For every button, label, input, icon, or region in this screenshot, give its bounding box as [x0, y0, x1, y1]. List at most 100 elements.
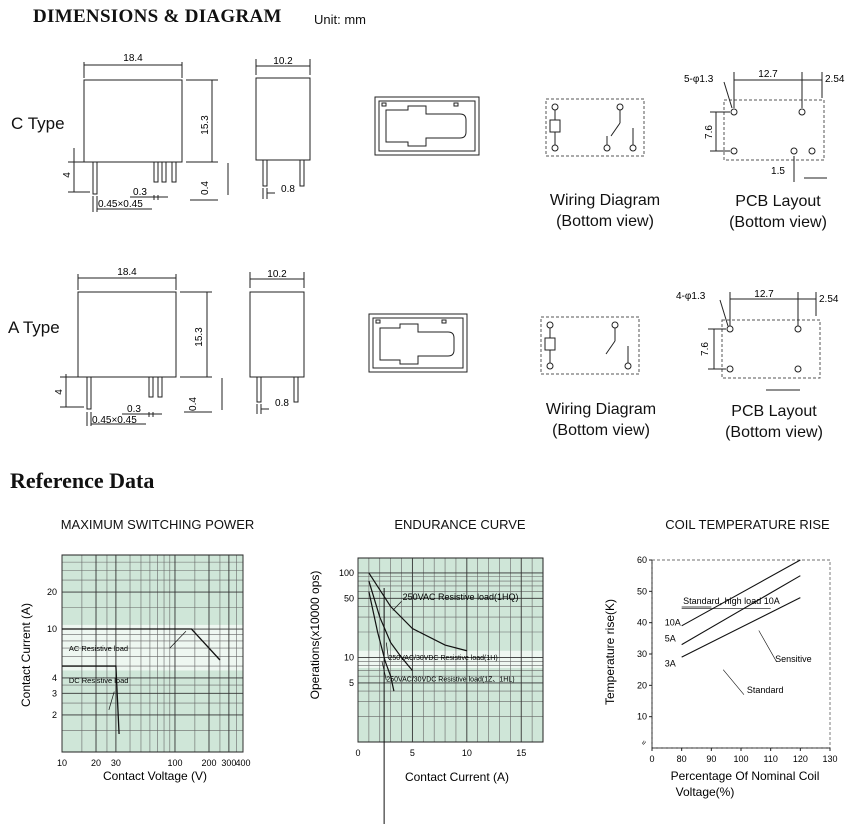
chart2-series-label-0: 250VAC Resistive load(1HQ) [403, 592, 519, 602]
chart3-y-tick: 30 [637, 649, 647, 659]
chart2-x-tick: 0 [355, 748, 360, 758]
chart1-y-label: Contact Current (A) [19, 603, 33, 707]
chart2-y-tick: 5 [349, 678, 354, 688]
chart1-series-label-dc: DC Resistive load [69, 676, 129, 685]
c-front-pin-section: 0.45×0.45 [98, 199, 143, 210]
c-type-front-view: 18.4 15.3 4 0.3 0.45×0.45 [62, 53, 218, 212]
chart1-leader-ac [169, 630, 187, 649]
chart3-leader-sensitive [758, 630, 777, 662]
chart1-title: MAXIMUM SWITCHING POWER [60, 517, 255, 532]
a-front-height: 15.3 [194, 327, 205, 347]
chart2-leader-0 [392, 601, 402, 611]
chart3-y-tick: 50 [637, 586, 647, 596]
c-front-width: 18.4 [123, 53, 143, 64]
c-type-top-view [374, 96, 480, 156]
a-pcb-caption: PCB Layout (Bottom view) [712, 401, 836, 443]
a-side-pin-thickness: 0.4 [188, 397, 199, 411]
chart2-y-label: Operations(x10000 ops) [308, 571, 322, 700]
c-wiring-caption: Wiring Diagram (Bottom view) [540, 190, 670, 232]
c-pcb-offset: 1.5 [771, 166, 785, 177]
chart3-y-tick: 60 [637, 555, 647, 565]
chart1-x-tick: 200 [201, 758, 216, 768]
chart2-x-tick: 10 [462, 748, 472, 758]
chart3-series-2 [681, 597, 801, 658]
c-front-pin-length: 4 [62, 172, 73, 178]
chart3-series-0 [681, 559, 801, 627]
chart1-series-1 [62, 665, 120, 735]
chart1-band [62, 624, 243, 671]
c-pcb-caption-title: PCB Layout [735, 193, 821, 210]
a-wiring-caption-title: Wiring Diagram [545, 401, 657, 418]
chart1-y-tick: 10 [47, 624, 57, 634]
chart1-x-tick: 300 [221, 758, 236, 768]
chart2-band [358, 650, 543, 669]
chart3-y-label: Temperature rise(K) [603, 599, 617, 705]
chart2-y-tick: 50 [344, 593, 354, 603]
chart1-y-tick: 3 [52, 688, 57, 698]
c-front-pin-width: 0.3 [133, 187, 147, 198]
reference-data-title: Reference Data [10, 468, 155, 493]
c-wiring-caption-title: Wiring Diagram [549, 192, 661, 209]
chart2-title: ENDURANCE CURVE [394, 517, 526, 532]
chart2-y-tick: 100 [339, 568, 354, 578]
chart3-x-tick: 100 [733, 754, 748, 764]
a-pcb-pitch-x: 12.7 [754, 289, 774, 300]
unit-label: Unit: mm [314, 12, 366, 27]
a-side-pin-pitch: 0.8 [275, 398, 289, 409]
a-type-top-view [368, 313, 468, 373]
chart3-series-label-2: Sensitive [775, 654, 812, 664]
chart3-annotation-10a: 10A [665, 618, 681, 628]
c-type-side-view: 10.2 0.4 0.8 [200, 56, 311, 199]
a-type-front-view: 18.4 15.3 4 0.3 0.45×0.45 [54, 267, 212, 426]
chart3-series-label-0: Standard, high load 10A [683, 596, 780, 606]
chart3-x-tick: 110 [763, 754, 777, 764]
chart2-x-tick: 15 [516, 748, 526, 758]
c-type-pcb-layout: 5-φ1.3 12.7 2.54 7.6 1.5 [684, 69, 845, 182]
a-type-label: A Type [8, 318, 60, 337]
chart2-plot-area [358, 558, 543, 742]
chart3-annotation-5a: 5A [665, 633, 676, 643]
a-pcb-pitch-y: 7.6 [700, 342, 711, 356]
c-pcb-caption: PCB Layout (Bottom view) [716, 191, 840, 233]
chart3-x-label-line1: Percentage Of Nominal Coil [671, 769, 820, 783]
chart1-x-tick: 10 [57, 758, 67, 768]
chart1-y-tick: 4 [52, 673, 57, 683]
c-front-height: 15.3 [200, 115, 211, 135]
chart1-leader-dc [108, 691, 115, 710]
chart1-series-label-ac: AC Resistive load [69, 644, 128, 653]
a-front-pin-section: 0.45×0.45 [92, 415, 137, 426]
a-type-pcb-layout: 4-φ1.3 12.7 2.54 7.6 [676, 289, 839, 391]
chart3-x-tick: 130 [822, 754, 837, 764]
chart3-x-label-line2: Voltage(%) [676, 785, 735, 799]
chart3-annotation-3a: 3A [665, 658, 676, 668]
chart3-leader-standard [722, 669, 745, 695]
chart1-x-tick: 100 [167, 758, 182, 768]
chart3-x-tick: 0 [649, 754, 654, 764]
c-pcb-edge: 2.54 [825, 74, 845, 85]
chart3-y-tick: 10 [637, 712, 647, 722]
chart1-y-tick: 20 [47, 587, 57, 597]
chart3-title: COIL TEMPERATURE RISE [665, 517, 830, 532]
c-side-pin-thickness: 0.4 [200, 181, 211, 195]
chart2-series-label-1: 250VAC/30VDC Resistive load(1H) [388, 655, 497, 662]
chart2-x-tick: 5 [410, 748, 415, 758]
chart3-axis-break: ≈ [639, 738, 649, 747]
c-side-width: 10.2 [273, 56, 293, 67]
chart2-series-label-2: 250VAC/30VDC Resistive load(1Z、1HL) [386, 676, 514, 683]
chart3-series-1 [681, 575, 801, 646]
a-wiring-caption-view: (Bottom view) [552, 422, 650, 439]
c-pcb-caption-view: (Bottom view) [729, 214, 827, 231]
chart1-y-tick: 2 [52, 710, 57, 720]
chart3-x-tick: 120 [793, 754, 808, 764]
a-side-width: 10.2 [267, 269, 287, 280]
a-type-side-view: 10.2 0.4 0.8 [188, 269, 305, 414]
chart2-leader-1 [385, 642, 389, 659]
c-pcb-holes: 5-φ1.3 [684, 74, 714, 85]
chart2-series-1 [368, 580, 413, 671]
chart1-x-tick: 400 [235, 758, 250, 768]
chart2-series-2 [368, 591, 395, 692]
c-pcb-pitch-y: 7.6 [704, 125, 715, 139]
